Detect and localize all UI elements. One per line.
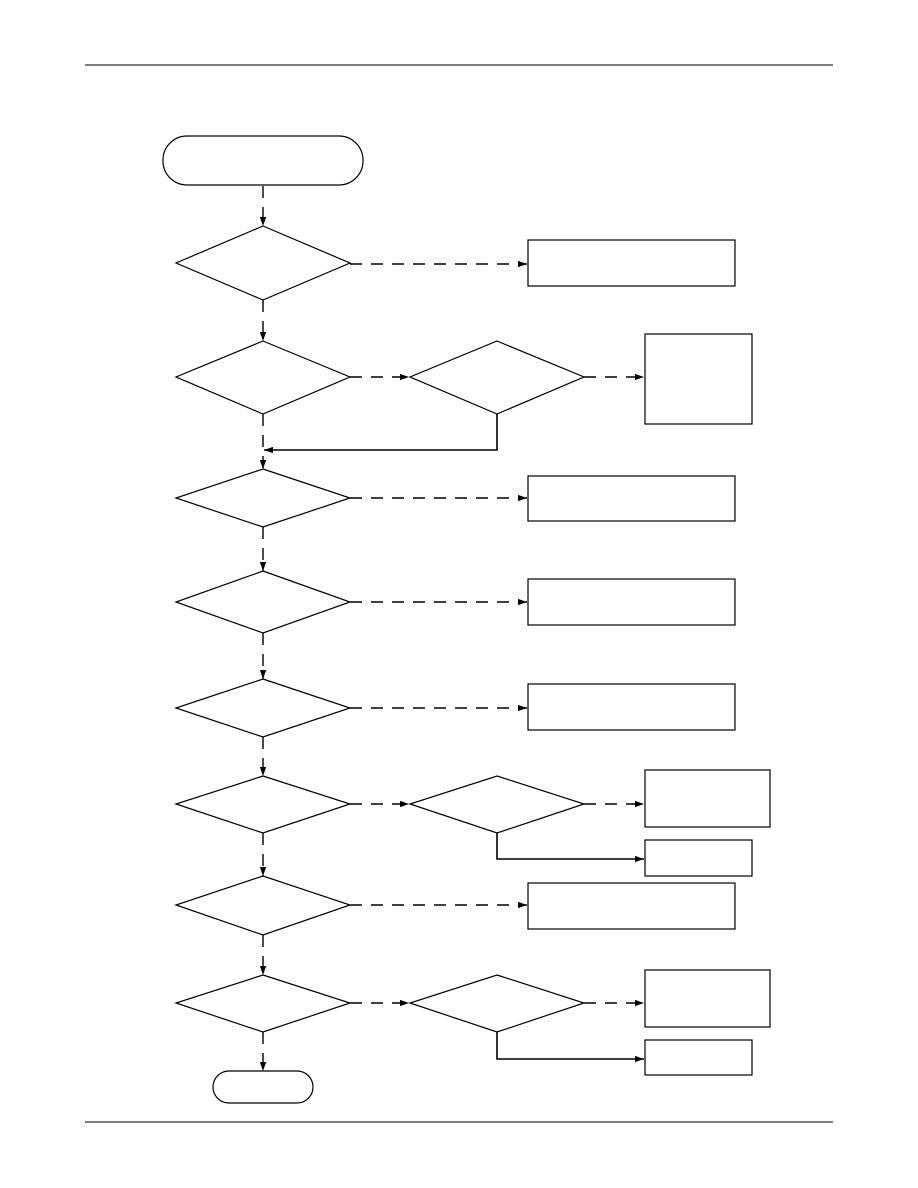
decision-3	[174, 468, 352, 528]
branch-connectors	[350, 260, 644, 1007]
action-box-3	[527, 475, 736, 522]
action-box-2	[644, 333, 753, 425]
action-box-9	[644, 969, 771, 1028]
decision-5	[174, 678, 352, 738]
decision-2	[174, 340, 352, 415]
decision-7	[174, 875, 352, 936]
action-box-10	[644, 1039, 753, 1076]
action-box-4	[527, 578, 736, 626]
connector-sub1-return	[264, 414, 498, 454]
decision-8	[174, 974, 352, 1033]
decision-6	[174, 775, 352, 834]
sub-decision-1	[408, 340, 586, 415]
decision-4	[174, 570, 352, 634]
sub-decision-3	[408, 974, 586, 1033]
connector-sub3-box10	[496, 1032, 644, 1063]
action-box-6	[644, 769, 771, 828]
action-box-1	[527, 239, 736, 287]
action-box-8	[527, 882, 736, 930]
decision-1	[174, 225, 352, 301]
return-connectors	[264, 414, 644, 1063]
end-terminator	[212, 1070, 314, 1104]
sub-decision-2	[408, 775, 586, 834]
start-terminator	[162, 135, 364, 186]
action-box-5	[527, 683, 736, 731]
connector-sub2-box7	[496, 833, 644, 863]
action-box-7	[644, 839, 753, 877]
